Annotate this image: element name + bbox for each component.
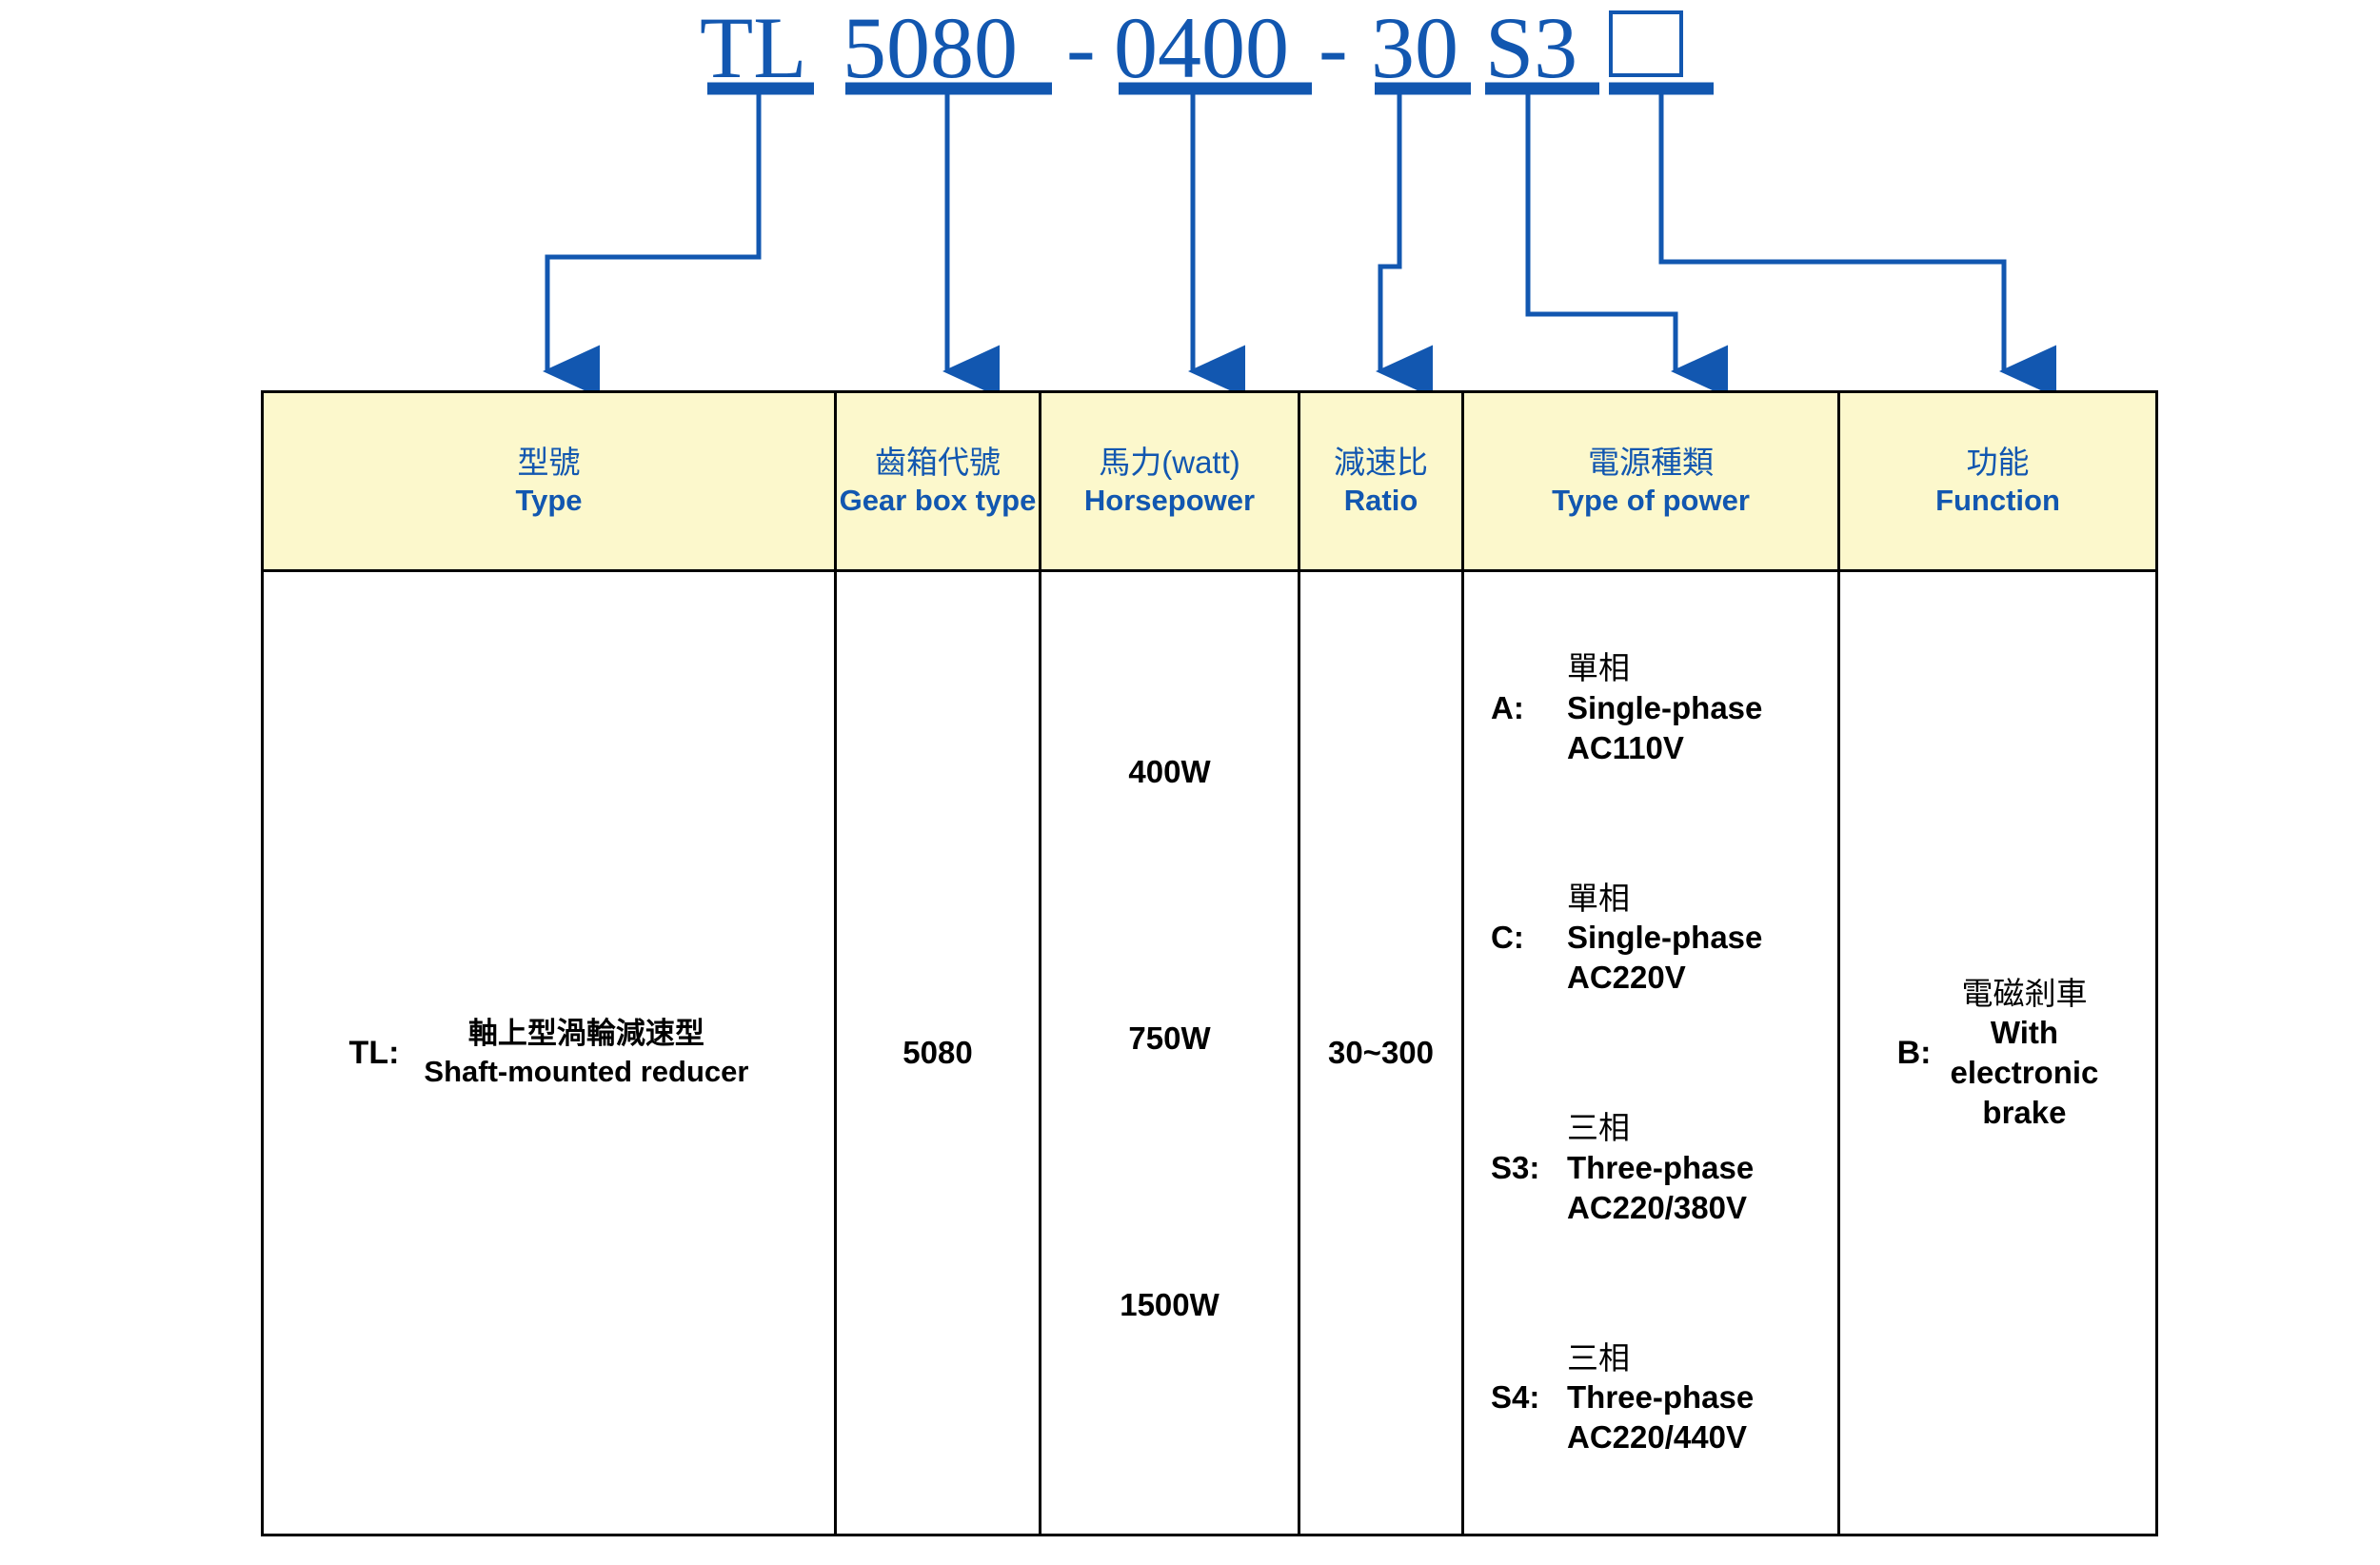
header-gearbox-en: Gear box type — [839, 483, 1037, 517]
leader-ratio — [1376, 90, 1433, 398]
code-separator-2: - — [1319, 0, 1348, 96]
header-ratio-en: Ratio — [1343, 483, 1418, 517]
cell-power: A: 單相 Single-phase AC110V C: 單相 Single-p… — [1461, 569, 1840, 1536]
type-value-cn: 軸上型渦輪減速型 — [467, 1017, 704, 1051]
function-option-en1: With — [1990, 1015, 2059, 1051]
power-option: S4: 三相 Three-phase AC220/440V — [1464, 1338, 1837, 1457]
power-option-en1: Three-phase — [1567, 1149, 1755, 1185]
cell-function: B: 電磁剎車 With electronic brake — [1837, 569, 2158, 1536]
power-option-key: S3: — [1491, 1149, 1540, 1185]
specification-table: 型號 Type 齒箱代號 Gear box type 馬力(watt) Hors… — [261, 390, 2158, 1536]
code-segment-type: TL — [700, 0, 807, 96]
code-segment-function-placeholder-box — [1609, 10, 1683, 77]
power-option-text: 單相 Single-phase AC220V — [1567, 879, 1762, 998]
power-option-text: 三相 Three-phase AC220/380V — [1567, 1108, 1754, 1227]
header-horsepower-cn: 馬力(watt) — [1099, 445, 1240, 481]
header-function-en: Function — [1935, 483, 2060, 517]
leader-type — [543, 90, 762, 398]
header-function-cn: 功能 — [1966, 445, 2030, 481]
cell-horsepower: 400W 750W 1500W — [1039, 569, 1300, 1536]
function-option-en3: brake — [1982, 1094, 2067, 1130]
power-option: A: 單相 Single-phase AC110V — [1464, 648, 1837, 767]
code-segment-ratio: 30 — [1371, 0, 1458, 96]
gearbox-value: 5080 — [902, 1035, 973, 1070]
power-option-en2: AC220V — [1567, 960, 1686, 996]
ratio-value: 30~300 — [1327, 1035, 1435, 1070]
header-gearbox-cn: 齒箱代號 — [875, 445, 1001, 481]
header-function: 功能 Function — [1837, 390, 2158, 572]
power-option-en1: Single-phase — [1567, 689, 1763, 725]
header-horsepower: 馬力(watt) Horsepower — [1039, 390, 1300, 572]
header-power: 電源種類 Type of power — [1461, 390, 1840, 572]
power-option-cn: 單相 — [1567, 650, 1630, 686]
header-power-en: Type of power — [1552, 483, 1750, 517]
horsepower-option: 1500W — [1120, 1287, 1220, 1322]
table-body: TL: 軸上型渦輪減速型 Shaft-mounted reducer 5080 … — [261, 569, 2158, 1536]
power-option-en2: AC220/440V — [1567, 1419, 1747, 1456]
cell-type: TL: 軸上型渦輪減速型 Shaft-mounted reducer — [261, 569, 837, 1536]
type-value-en: Shaft-mounted reducer — [424, 1055, 749, 1088]
header-type-en: Type — [515, 483, 583, 517]
power-option-key: C: — [1491, 920, 1524, 956]
function-option-key: B: — [1896, 1034, 1932, 1071]
power-option-en2: AC220/380V — [1567, 1189, 1747, 1225]
code-segment-horsepower: 0400 — [1114, 0, 1289, 96]
header-gearbox: 齒箱代號 Gear box type — [834, 390, 1041, 572]
power-option-cn: 三相 — [1567, 1110, 1630, 1146]
horsepower-option: 750W — [1128, 1020, 1211, 1056]
function-option-cn: 電磁剎車 — [1961, 975, 2088, 1011]
header-ratio: 減速比 Ratio — [1298, 390, 1464, 572]
power-option-cn: 三相 — [1567, 1339, 1630, 1376]
power-option: C: 單相 Single-phase AC220V — [1464, 879, 1837, 998]
power-option-text: 三相 Three-phase AC220/440V — [1567, 1338, 1754, 1457]
model-code-title: TL 5080 - 0400 - 30 S3 — [0, 0, 2380, 95]
type-code-value: 軸上型渦輪減速型 Shaft-mounted reducer — [424, 1015, 748, 1090]
cell-ratio: 30~300 — [1298, 569, 1464, 1536]
table-row: TL: 軸上型渦輪減速型 Shaft-mounted reducer 5080 … — [261, 569, 2158, 1536]
table-header-row: 型號 Type 齒箱代號 Gear box type 馬力(watt) Hors… — [261, 390, 2158, 572]
cell-gearbox: 5080 — [834, 569, 1041, 1536]
header-ratio-cn: 減速比 — [1334, 445, 1428, 481]
header-power-cn: 電源種類 — [1588, 445, 1714, 481]
power-option-en1: Three-phase — [1567, 1379, 1755, 1416]
code-segment-gearbox: 5080 — [843, 0, 1018, 96]
power-option-key: A: — [1491, 689, 1524, 725]
power-option-text: 單相 Single-phase AC110V — [1567, 648, 1762, 767]
function-option-en2: electronic — [1950, 1055, 2099, 1090]
leader-power — [1525, 90, 1728, 398]
code-segment-power: S3 — [1485, 0, 1578, 96]
power-option-cn: 單相 — [1567, 880, 1630, 916]
header-type: 型號 Type — [261, 390, 837, 572]
code-separator-1: - — [1066, 0, 1096, 96]
horsepower-option: 400W — [1128, 754, 1211, 789]
leader-function — [1658, 90, 2056, 398]
type-code-key: TL: — [348, 1034, 400, 1071]
power-option-key: S4: — [1491, 1379, 1540, 1416]
header-horsepower-en: Horsepower — [1083, 483, 1256, 517]
function-option-text: 電磁剎車 With electronic brake — [1950, 974, 2098, 1132]
header-type-cn: 型號 — [517, 445, 581, 481]
power-option-en2: AC110V — [1567, 729, 1684, 765]
power-option: S3: 三相 Three-phase AC220/380V — [1464, 1108, 1837, 1227]
power-option-en1: Single-phase — [1567, 920, 1763, 956]
